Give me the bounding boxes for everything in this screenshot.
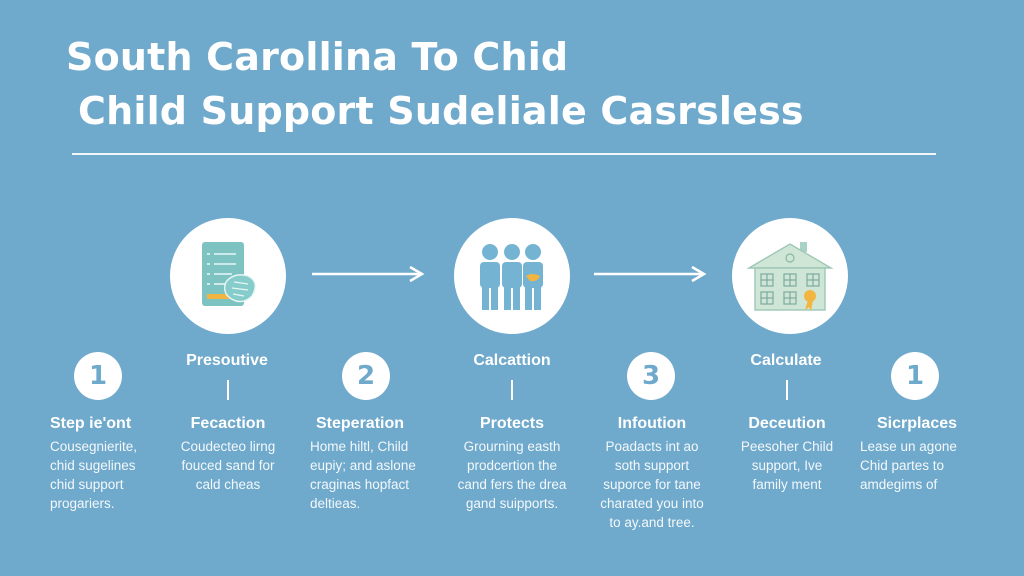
family-people-icon bbox=[454, 218, 570, 334]
step-body: Poadacts int ao soth support suporce for… bbox=[600, 439, 704, 530]
stage-label: Presoutive bbox=[186, 352, 268, 369]
step-heading: Sicrplaces bbox=[876, 415, 958, 432]
step-heading: Step ie'ont bbox=[50, 415, 132, 432]
step-body: Cousegnierite, chid sugelines chid suppo… bbox=[50, 439, 138, 511]
step-body: Home hiltl, Child eupiy; and aslone crag… bbox=[310, 439, 416, 511]
step-number-badge: 2 bbox=[342, 352, 390, 400]
stage-tick bbox=[511, 380, 513, 400]
title-line-1: South Carollina To Chid bbox=[66, 35, 569, 79]
step-body: Grourning easth prodcertion the cand fer… bbox=[457, 439, 567, 511]
step-heading: Steperation bbox=[316, 415, 405, 432]
house-icon bbox=[732, 218, 848, 334]
arrow-right-icon bbox=[312, 265, 425, 283]
step-column: Deceution Peesoher Child support, Ive fa… bbox=[724, 414, 850, 494]
step-heading: Protects bbox=[479, 415, 545, 432]
stage-label: Calculate bbox=[750, 352, 822, 369]
step-column: Sicrplaces Lease un agone Chid partes to… bbox=[854, 414, 980, 494]
title-divider bbox=[72, 153, 936, 155]
step-column: Step ie'ont Cousegnierite, chid sugeline… bbox=[50, 414, 182, 513]
step-heading: Fecaction bbox=[190, 415, 266, 432]
step-column: Fecaction Coudecteo lirng fouced sand fo… bbox=[158, 414, 298, 494]
step-body: Peesoher Child support, Ive family ment bbox=[740, 439, 834, 492]
stage-tick bbox=[227, 380, 229, 400]
step-column: Infoution Poadacts int ao soth support s… bbox=[586, 414, 718, 532]
step-body: Lease un agone Chid partes to amdegims o… bbox=[860, 439, 957, 492]
page-title: South Carollina To Chid Child Support Su… bbox=[66, 30, 804, 138]
step-column: Steperation Home hiltl, Child eupiy; and… bbox=[310, 414, 450, 513]
step-column: Protects Grourning easth prodcertion the… bbox=[444, 414, 580, 513]
step-number-badge: 1 bbox=[891, 352, 939, 400]
step-heading: Deceution bbox=[748, 415, 826, 432]
step-body: Coudecteo lirng fouced sand for cald che… bbox=[180, 439, 276, 492]
stage-tick bbox=[786, 380, 788, 400]
step-number-badge: 1 bbox=[74, 352, 122, 400]
document-checklist-icon bbox=[170, 218, 286, 334]
arrow-right-icon bbox=[594, 265, 707, 283]
stage-label: Calcattion bbox=[473, 352, 551, 369]
step-number-badge: 3 bbox=[627, 352, 675, 400]
title-line-2: Child Support Sudeliale Casrsless bbox=[78, 89, 804, 133]
step-heading: Infoution bbox=[617, 415, 687, 432]
